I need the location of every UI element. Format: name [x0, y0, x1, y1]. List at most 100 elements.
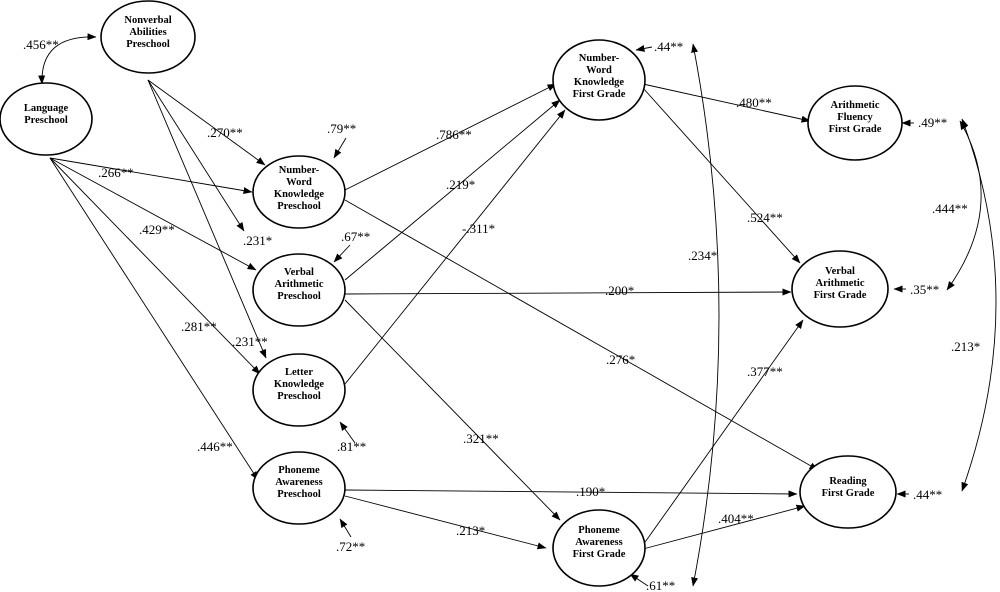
label-residual-phoneme-first: .61** — [646, 578, 675, 592]
label-nonverbal-verbal-pre: .231* — [243, 233, 272, 248]
label-phoneme-pre-reading: .190* — [576, 484, 605, 499]
label-residual-nwk-first: .44** — [654, 39, 683, 54]
path-phoneme-pre-to-phoneme-first — [344, 495, 547, 550]
node-label-line: Phoneme — [278, 465, 320, 476]
path-language-to-verbal-pre — [49, 157, 257, 271]
node-label-line: First Grade — [829, 124, 882, 135]
path-nwk-first-to-verbal-first — [642, 87, 801, 264]
node-label-line: First Grade — [573, 89, 626, 100]
residual-letter-pre-arrow — [339, 421, 356, 444]
path-nwk-pre-to-reading — [344, 199, 819, 471]
label-phoneme-first-reading: .404** — [718, 511, 754, 526]
node-label-line: Knowledge — [574, 77, 625, 88]
path-nonverbal-to-verbal-pre — [147, 79, 245, 232]
node-label-line: Language — [24, 103, 69, 114]
label-language-nwk-pre: .266** — [98, 165, 134, 180]
label-verbal-pre-phoneme-first: .321** — [463, 431, 499, 446]
node-label-line: Word — [586, 65, 612, 76]
residual-verbal-pre-arrow — [333, 244, 351, 263]
node-label-line: Preschool — [277, 291, 321, 302]
label-residual-letter-pre: .81** — [337, 439, 366, 454]
node-label-line: Awareness — [575, 537, 622, 548]
node-label-line: Fluency — [837, 112, 873, 123]
node-label-line: First Grade — [822, 488, 875, 499]
label-residual-phoneme-pre: .72** — [336, 539, 365, 554]
path-verbal-pre-to-phoneme-first — [344, 299, 561, 521]
residual-nwk-first-arrow — [635, 44, 653, 52]
path-language-to-letter-pre — [49, 157, 261, 375]
node-label-line: Number- — [579, 53, 620, 64]
label-language-phoneme-pre: .446** — [197, 439, 233, 454]
node-label-line: Knowledge — [274, 379, 325, 390]
label-phoneme-pre-phoneme-first: .213* — [456, 523, 485, 538]
residual-nwk-pre-arrow — [333, 137, 347, 159]
node-label-line: Reading — [829, 476, 867, 487]
path-language-to-phoneme-pre — [49, 157, 259, 481]
node-label-line: Verbal — [825, 266, 855, 277]
label-nwk-first-fluency: .480** — [736, 95, 772, 110]
label-cov-fluency-reading: .213* — [951, 339, 980, 354]
node-label-line: First Grade — [573, 549, 626, 560]
node-label-line: First Grade — [814, 290, 867, 301]
residual-phoneme-first-arrow — [629, 573, 649, 587]
label-residual-nwk-pre: .79** — [327, 121, 356, 136]
path-phoneme-first-to-verbal-first — [642, 319, 804, 546]
node-label-line: Arithmetic — [831, 100, 880, 111]
cov-fluency-reading — [961, 118, 997, 492]
node-label-line: Nonverbal — [124, 15, 171, 26]
label-phoneme-first-verbal-first: .377** — [747, 364, 783, 379]
path-arrows — [38, 33, 997, 587]
node-label-line: Preschool — [24, 115, 68, 126]
label-nwk-pre-nwk-first: .786** — [436, 127, 472, 142]
path-nwk-pre-to-nwk-first — [344, 83, 557, 191]
path-nonverbal-to-nwk-pre — [147, 79, 266, 166]
path-nwk-first-to-fluency — [642, 83, 811, 123]
node-label-line: Preschool — [277, 201, 321, 212]
node-label-line: Knowledge — [274, 189, 325, 200]
path-nonverbal-to-letter-pre — [147, 79, 267, 359]
path-language-to-nwk-pre — [49, 157, 253, 195]
label-verbal-pre-verbal-first: .200* — [605, 283, 634, 298]
label-nonverbal-nwk-pre: .270** — [207, 125, 243, 140]
node-label-line: Abilities — [129, 27, 166, 38]
label-residual-fluency: .49** — [918, 115, 947, 130]
label-letter-pre-nwk-first: -.311* — [462, 221, 495, 236]
node-label-line: Arithmetic — [275, 279, 324, 290]
path-verbal-pre-to-verbal-first — [344, 288, 792, 296]
path-phoneme-first-to-reading — [642, 504, 806, 550]
cov-language-nonverbal — [38, 33, 97, 85]
label-nonverbal-letter-pre: .231** — [232, 334, 268, 349]
label-residual-verbal-first: .35** — [910, 282, 939, 297]
cov-nwk-first-phoneme-first — [691, 43, 720, 587]
node-label-line: Awareness — [275, 477, 322, 488]
label-nwk-pre-reading: .276* — [606, 352, 635, 367]
path-phoneme-pre-to-reading — [344, 489, 798, 498]
node-label-line: Word — [286, 177, 312, 188]
path-letter-pre-to-nwk-first — [344, 109, 566, 385]
node-label-line: Arithmetic — [816, 278, 865, 289]
node-label-line: Preschool — [277, 489, 321, 500]
coefficient-labels: .456** .270** .266** .79** .231* .429** … — [23, 37, 980, 592]
path-verbal-pre-to-nwk-first — [344, 99, 561, 281]
